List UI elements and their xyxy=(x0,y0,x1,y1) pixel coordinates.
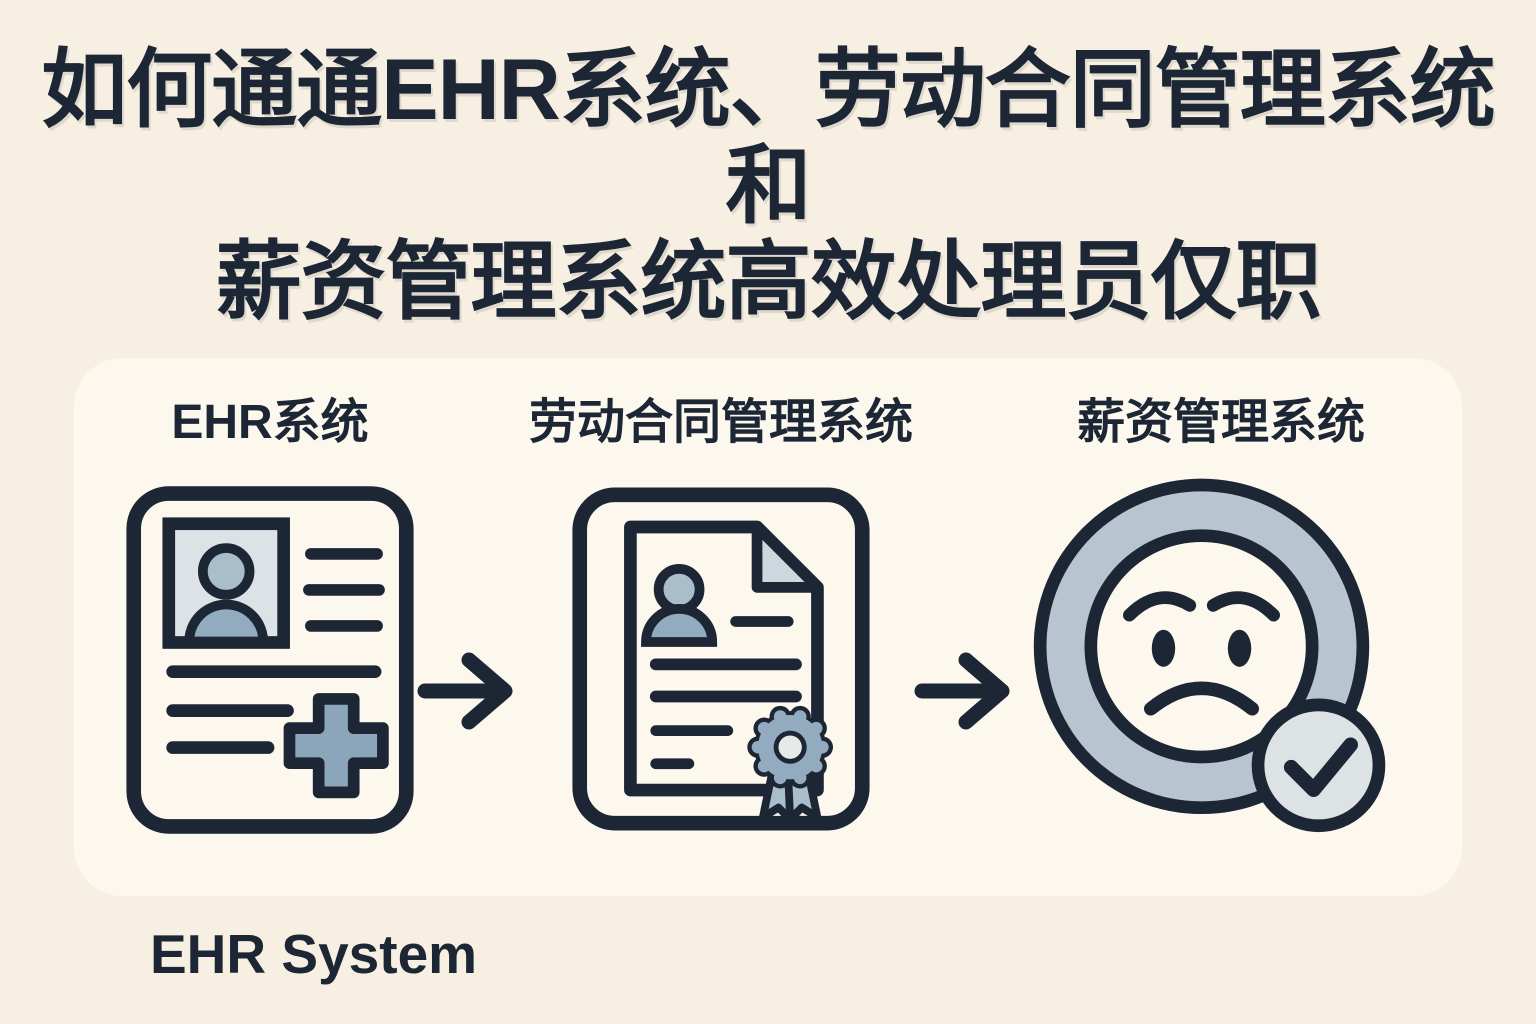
step-label: 劳动合同管理系统 xyxy=(528,396,913,449)
flow-step-payroll-system: 薪资管理系统 xyxy=(1026,394,1416,861)
right-arrow-icon xyxy=(914,646,1024,741)
step-label: 薪资管理系统 xyxy=(1076,396,1365,449)
process-flow-panel: EHR系统 劳动合同管理系统 xyxy=(74,358,1462,896)
flow-step-ehr-system: EHR系统 xyxy=(124,394,416,843)
flow-step-contract-system: 劳动合同管理系统 xyxy=(529,394,913,839)
payroll-sad-face-icon xyxy=(1026,464,1416,861)
title-line-2: 薪资管理系统高效处理员仅职 xyxy=(215,234,1322,330)
footer-caption: EHR System xyxy=(150,923,478,985)
page-title: 如何通通EHR系统、劳动合同管理系统和 薪资管理系统高效处理员仅职 xyxy=(0,42,1536,330)
contract-certificate-icon xyxy=(570,484,872,839)
step-label: EHR系统 xyxy=(171,396,369,449)
title-line-1: 如何通通EHR系统、劳动合同管理系统和 xyxy=(41,42,1496,234)
right-arrow-icon xyxy=(417,646,527,741)
employee-record-icon xyxy=(124,482,416,843)
